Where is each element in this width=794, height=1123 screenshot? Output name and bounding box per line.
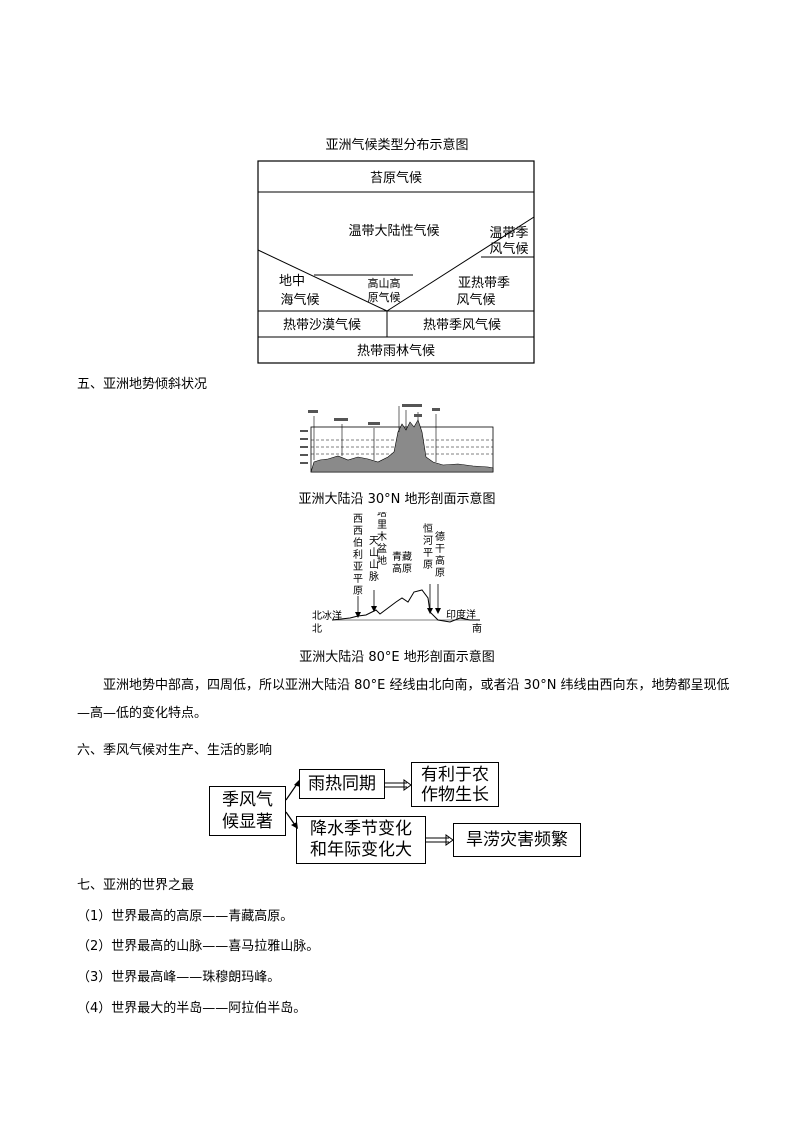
- label-qingzang: 青藏高原: [392, 550, 412, 575]
- label-mediterranean-2: 海气候: [280, 292, 319, 308]
- flow-variation-line2: 和年际变化大: [310, 840, 412, 860]
- list-item: （4）世界最大的半岛——阿拉伯半岛。: [77, 1001, 307, 1016]
- label-temperate-continental: 温带大陆性气候: [348, 223, 439, 239]
- label-siberia: 西西伯利亚平原: [353, 514, 363, 597]
- list-item: （2）世界最高的山脉——喜马拉雅山脉。: [77, 939, 320, 954]
- label-temperate-monsoon-1: 温带季: [489, 226, 528, 241]
- climate-type-diagram: 苔原气候 温带大陆性气候 温带季 风气候 地中 海气候 高山高 原气候 亚热带季…: [257, 160, 535, 364]
- section5-paragraph: 亚洲地势中部高，四周低，所以亚洲大陆沿 80°E 经线由北向南，或者沿 30°N…: [77, 678, 730, 721]
- arrow-head-icon: [291, 822, 298, 829]
- section6-heading: 六、季风气候对生产、生活的影响: [77, 743, 273, 758]
- label-subtropical-monsoon-1: 亚热带季: [458, 276, 510, 291]
- profile-30n-figure: [300, 404, 494, 473]
- arrow-head-icon: [294, 780, 300, 787]
- flow-box-variation: 降水季节变化 和年际变化大: [296, 816, 426, 864]
- double-arrow-icon: [403, 779, 412, 791]
- flow-variation-line1: 降水季节变化: [310, 819, 412, 839]
- flow-box-benefit: 有利于农 作物生长: [411, 762, 499, 807]
- label-indian: 印度洋: [446, 608, 476, 621]
- flow-source-line1: 季风气: [222, 790, 273, 810]
- label-subtropical-monsoon-2: 风气候: [456, 292, 495, 308]
- label-temperate-monsoon-2: 风气候: [489, 241, 528, 257]
- section5-heading: 五、亚洲地势倾斜状况: [77, 377, 208, 392]
- label-tropical-desert: 热带沙漠气候: [283, 317, 361, 333]
- double-arrow-icon: [445, 834, 454, 846]
- list-item: （3）世界最高峰——珠穆朗玛峰。: [77, 970, 281, 985]
- list-item: （1）世界最高的高原——青藏高原。: [77, 909, 294, 924]
- flow-disaster-label: 旱涝灾害频繁: [466, 830, 568, 850]
- label-north: 北: [312, 623, 322, 635]
- profile-80e-caption: 亚洲大陆沿 80°E 地形剖面示意图: [299, 650, 495, 665]
- flow-box-disaster: 旱涝灾害频繁: [453, 823, 581, 857]
- section7-heading: 七、亚洲的世界之最: [77, 878, 195, 893]
- flow-benefit-line1: 有利于农: [421, 765, 489, 785]
- label-tropical-monsoon: 热带季风气候: [423, 317, 501, 333]
- label-ganges: 恒河平原: [423, 522, 433, 571]
- flow-rain-heat-label: 雨热同期: [308, 774, 376, 794]
- label-deccan: 德干高原: [435, 530, 445, 579]
- label-mediterranean-1: 地中: [279, 274, 305, 289]
- label-highland-2: 原气候: [368, 290, 401, 304]
- label-highland-1: 高山高: [368, 276, 401, 290]
- label-south: 南: [472, 622, 482, 635]
- label-tundra: 苔原气候: [370, 170, 422, 186]
- climate-diagram-title: 亚洲气候类型分布示意图: [325, 138, 469, 153]
- flow-source-line2: 候显著: [222, 812, 273, 832]
- flow-box-monsoon: 季风气 候显著: [209, 786, 286, 836]
- label-tarim: 塔里木盆地: [377, 512, 387, 567]
- label-tropical-rainforest: 热带雨林气候: [357, 343, 435, 359]
- label-arctic: 北冰洋: [312, 609, 342, 622]
- label-tianshan: 天山山脉: [369, 536, 379, 583]
- flow-benefit-line2: 作物生长: [421, 785, 489, 805]
- profile-30n-caption: 亚洲大陆沿 30°N 地形剖面示意图: [298, 492, 496, 507]
- flow-arrows: [285, 779, 454, 846]
